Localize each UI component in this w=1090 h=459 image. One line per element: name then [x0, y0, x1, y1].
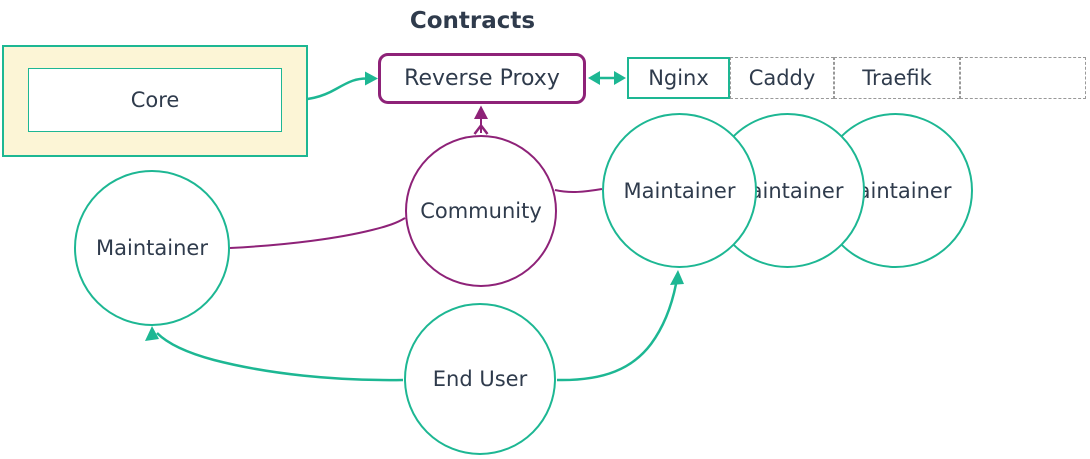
edge-end-user-to-maintainer-right — [556, 283, 678, 382]
core-node-label: Core — [130, 88, 180, 112]
maintainer-right-1-label: Maintainer — [623, 178, 736, 203]
edge-reverse-proxy-arrowhead-left — [588, 71, 600, 85]
proxy-cell-nginx-label: Nginx — [648, 66, 709, 90]
maintainer-right-1-node: Maintainer — [602, 113, 757, 268]
proxy-cell-empty — [960, 57, 1086, 99]
community-node: Community — [405, 135, 557, 287]
reverse-proxy-label: Reverse Proxy — [404, 66, 560, 91]
edge-end-user-to-maintainer-left — [156, 332, 404, 382]
reverse-proxy-node: Reverse Proxy — [378, 53, 586, 104]
core-node: Core — [28, 68, 282, 132]
diagram-title: Contracts — [409, 8, 536, 34]
edge-end-user-to-maintainer-right-arrowhead — [670, 270, 684, 285]
edge-community-to-maintainer-right — [554, 188, 603, 194]
proxy-cell-nginx: Nginx — [627, 57, 730, 99]
maintainer-left-label: Maintainer — [96, 236, 208, 260]
edge-community-to-reverse-proxy-chevron — [473, 123, 489, 135]
proxy-cell-caddy: Caddy — [730, 57, 834, 99]
end-user-node: End User — [404, 303, 556, 455]
edge-community-to-reverse-proxy-arrowhead — [474, 105, 488, 119]
proxy-cell-traefik-label: Traefik — [862, 66, 932, 90]
community-label: Community — [420, 199, 542, 223]
proxy-cell-caddy-label: Caddy — [748, 66, 816, 90]
end-user-label: End User — [432, 367, 528, 391]
proxy-cell-traefik: Traefik — [834, 57, 960, 99]
edge-community-to-maintainer-left — [229, 217, 406, 249]
edge-end-user-to-maintainer-left-arrowhead — [145, 326, 159, 341]
edge-core-to-reverse-proxy-arrowhead — [365, 71, 378, 86]
maintainer-left-node: Maintainer — [74, 170, 230, 326]
edge-reverse-proxy-arrowhead-right — [614, 71, 626, 85]
